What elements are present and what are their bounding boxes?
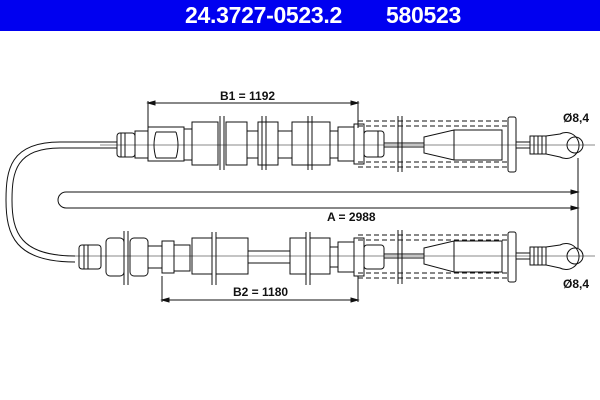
eye-diameter-bottom-label: Ø8,4: [563, 277, 590, 291]
dimension-a-label: A = 2988: [327, 210, 376, 224]
dimension-b1: [146, 100, 360, 128]
title-bar: 24.3727-0523.2 580523: [0, 0, 600, 31]
reference-number: 580523: [386, 2, 461, 28]
dimension-b1-label: B1 = 1192: [220, 89, 276, 103]
dimension-a: [57, 158, 580, 248]
eye-diameter-top-label: Ø8,4: [563, 111, 590, 125]
part-number: 24.3727-0523.2: [185, 2, 342, 28]
cable-loop: [5, 141, 76, 263]
bottom-cable-assembly: [75, 230, 595, 285]
top-cable-assembly: [60, 116, 595, 173]
dimension-b2: [160, 276, 360, 303]
dimension-b2-label: B2 = 1180: [233, 285, 289, 299]
